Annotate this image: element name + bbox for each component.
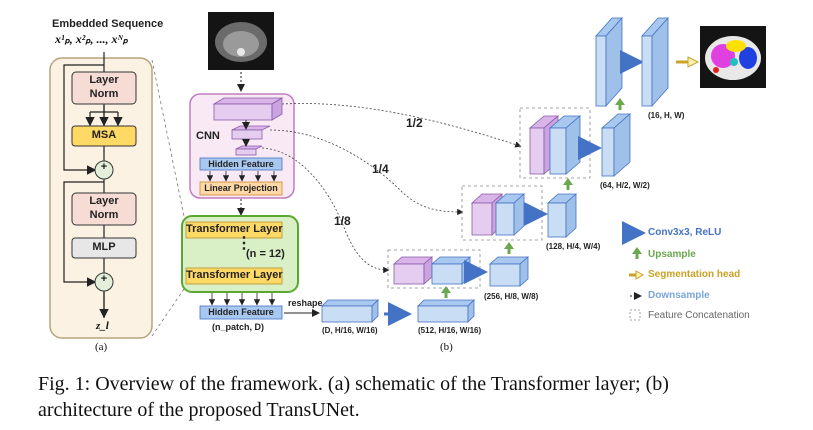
mlp-label: MLP [92, 241, 116, 253]
shape-dec-16: (16, H, W) [648, 111, 685, 120]
hidden-feature-top-label: Hidden Feature [208, 159, 274, 169]
layer-norm-1-label-line2: Norm [89, 88, 119, 100]
add-node-1 [94, 160, 114, 180]
legend-seghead-icon [635, 270, 645, 280]
dec-256-cube [488, 256, 530, 287]
layer-norm-1-box [71, 71, 137, 105]
legend-concat-label: Feature Concatenation [648, 310, 750, 321]
legend-upsample-icon [632, 247, 642, 254]
seg-kidney [713, 67, 719, 73]
reshape-label: reshape [288, 298, 323, 308]
cnn-label: CNN [196, 130, 220, 142]
expansion-line-bottom [151, 285, 187, 337]
skip-feature-1-8 [392, 256, 434, 285]
enc-512-cube [417, 299, 475, 323]
cnn-slab-3 [235, 148, 257, 156]
transformer-layer-top-box [185, 221, 283, 239]
seg-head-arrow-head [687, 56, 700, 68]
dec-16-cube-b [641, 16, 669, 108]
shape-reshape-out: (D, H/16, W/16) [322, 326, 378, 335]
caption-line-1: Fig. 1: Overview of the framework. (a) s… [38, 373, 669, 395]
panel-a-label: (a) [95, 341, 108, 353]
shape-dec-128: (128, H/4, W/4) [546, 242, 601, 251]
hidden-feature-bottom-label: Hidden Feature [208, 307, 274, 317]
up-feature-1-4 [494, 193, 526, 236]
cnn-slab-1 [213, 103, 273, 121]
embedded-sequence-tokens: x¹ₚ, x²ₚ, ..., xᴺₚ [55, 32, 128, 46]
cnn-slab-2 [231, 129, 263, 140]
skip-label-1-2: 1/2 [406, 116, 423, 130]
dec-64-cube [600, 113, 632, 177]
figure-caption: Fig. 1: Overview of the framework. (a) s… [38, 371, 798, 423]
seg-spleen [739, 47, 757, 69]
transformer-layer-bottom-box [185, 267, 283, 285]
transformer-layer-bottom-label: Transformer Layer [186, 269, 283, 281]
linear-projection-label: Linear Projection [204, 183, 278, 193]
cnn-slab-1-top [212, 97, 284, 105]
upsample-head-1 [504, 242, 514, 249]
msa-label: MSA [91, 129, 117, 141]
skip-label-1-4: 1/4 [372, 162, 389, 176]
concat-box-1-4 [461, 185, 543, 241]
seg-aorta [730, 58, 738, 66]
layer-norm-2-label-line2: Norm [89, 209, 119, 221]
dec-16-cube-a [595, 16, 623, 108]
add-2-label: + [100, 273, 108, 285]
transformer-layer-top-label: Transformer Layer [186, 223, 283, 235]
reshape-output-cube [321, 299, 379, 323]
repeat-label: (n = 12) [246, 248, 285, 260]
figure-canvas [49, 12, 766, 339]
shape-dec-64: (64, H/2, W/2) [600, 181, 650, 190]
layer-norm-2-box [71, 192, 137, 226]
ct-spine-shape [237, 48, 245, 56]
layer-norm-1-label-line1: Layer [89, 74, 119, 86]
layer-norm-2-label-line1: Layer [89, 195, 119, 207]
expansion-line-top [151, 59, 187, 227]
legend-conv-label: Conv3x3, ReLU [648, 227, 722, 238]
msa-box [71, 125, 137, 147]
skip-1-2 [281, 103, 522, 148]
linear-projection-box [199, 181, 283, 196]
upsample-head-0 [441, 286, 451, 293]
up-feature-1-2 [548, 115, 582, 175]
dec-128-cube [546, 193, 578, 238]
cnn-slab-1-side [271, 97, 283, 121]
residual-skip-2 [63, 181, 104, 287]
legend-upsample-label: Upsample [648, 249, 696, 260]
embedded-sequence-title: Embedded Sequence [52, 18, 164, 30]
output-z-label: z_l [96, 320, 109, 332]
n-patch-shape-label: (n_patch, D) [212, 322, 265, 332]
upsample-head-2 [563, 178, 573, 185]
skip-1-8 [261, 147, 390, 274]
skip-label-1-8: 1/8 [334, 214, 351, 228]
legend-downsample-label: Downsample [648, 290, 710, 301]
upsample-head-3 [615, 98, 625, 105]
hidden-feature-bottom-box [199, 305, 283, 320]
up-feature-1-8 [430, 256, 472, 285]
residual-skip-1 [63, 64, 104, 175]
legend-concat-icon [629, 309, 641, 321]
skip-1-4 [269, 129, 464, 216]
add-node-2 [94, 272, 114, 292]
caption-line-2: architecture of the proposed TransUNet. [38, 399, 360, 421]
shape-enc-512: (512, H/16, W/16) [418, 326, 482, 335]
hidden-feature-top-box [199, 157, 283, 171]
shape-dec-256: (256, H/8, W/8) [484, 292, 539, 301]
legend-seghead-label: Segmentation head [648, 269, 741, 280]
add-1-label: + [100, 161, 108, 173]
mlp-box [71, 237, 137, 259]
ct-organ-shape [223, 31, 259, 57]
seg-pancreas [726, 40, 746, 52]
panel-b-label: (b) [440, 341, 453, 353]
vertical-dots: ⋮ [236, 235, 252, 252]
